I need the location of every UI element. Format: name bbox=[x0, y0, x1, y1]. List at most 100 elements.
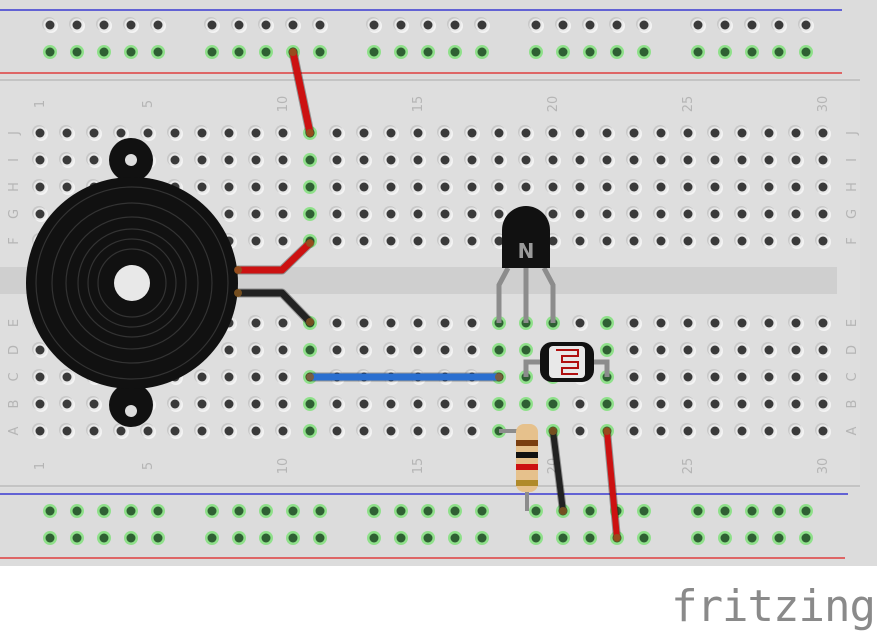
hole bbox=[774, 20, 784, 30]
hole-connected bbox=[288, 533, 298, 543]
column-label: 10 bbox=[276, 458, 291, 475]
hole bbox=[62, 426, 72, 436]
hole bbox=[737, 128, 747, 138]
hole bbox=[629, 399, 639, 409]
hole bbox=[656, 128, 666, 138]
wire-end bbox=[603, 427, 611, 435]
hole-connected bbox=[693, 533, 703, 543]
hole bbox=[278, 399, 288, 409]
hole bbox=[440, 155, 450, 165]
row-label: I bbox=[845, 158, 860, 162]
buzzer-red-lead bbox=[234, 239, 314, 274]
hole bbox=[359, 236, 369, 246]
hole-connected bbox=[801, 533, 811, 543]
hole-connected bbox=[99, 533, 109, 543]
hole bbox=[359, 155, 369, 165]
hole bbox=[575, 426, 585, 436]
hole bbox=[629, 155, 639, 165]
resistor-band bbox=[516, 480, 538, 486]
hole bbox=[251, 236, 261, 246]
hole bbox=[332, 399, 342, 409]
hole-connected bbox=[99, 47, 109, 57]
hole bbox=[737, 372, 747, 382]
hole-connected bbox=[234, 47, 244, 57]
hole bbox=[126, 20, 136, 30]
hole bbox=[737, 209, 747, 219]
hole-connected bbox=[72, 506, 82, 516]
hole bbox=[35, 155, 45, 165]
hole bbox=[386, 209, 396, 219]
hole bbox=[629, 209, 639, 219]
row-label: D bbox=[7, 345, 22, 355]
hole bbox=[764, 236, 774, 246]
hole bbox=[548, 209, 558, 219]
hole bbox=[386, 399, 396, 409]
hole-connected bbox=[207, 47, 217, 57]
hole-connected bbox=[369, 533, 379, 543]
hole bbox=[656, 372, 666, 382]
hole bbox=[35, 345, 45, 355]
column-label: 25 bbox=[681, 458, 696, 475]
hole bbox=[818, 236, 828, 246]
wire-end bbox=[549, 427, 557, 435]
hole bbox=[639, 20, 649, 30]
hole bbox=[224, 345, 234, 355]
hole bbox=[683, 345, 693, 355]
hole bbox=[764, 399, 774, 409]
hole-connected bbox=[288, 506, 298, 516]
hole bbox=[440, 345, 450, 355]
buzzer-ring bbox=[87, 238, 177, 328]
hole bbox=[602, 182, 612, 192]
hole bbox=[521, 182, 531, 192]
hole bbox=[423, 20, 433, 30]
hole bbox=[207, 20, 217, 30]
hole-connected bbox=[774, 47, 784, 57]
column-label: 15 bbox=[411, 96, 426, 113]
hole-connected bbox=[774, 533, 784, 543]
hole-connected bbox=[369, 47, 379, 57]
hole bbox=[116, 128, 126, 138]
hole bbox=[602, 236, 612, 246]
hole bbox=[251, 128, 261, 138]
hole bbox=[89, 155, 99, 165]
column-label: 5 bbox=[141, 462, 156, 470]
buzzer-ring bbox=[65, 216, 199, 350]
resistor-band bbox=[516, 440, 538, 446]
hole bbox=[737, 155, 747, 165]
hole-connected bbox=[153, 533, 163, 543]
hole bbox=[683, 399, 693, 409]
hole bbox=[710, 155, 720, 165]
hole-connected bbox=[531, 47, 541, 57]
wire-end bbox=[289, 48, 297, 56]
hole bbox=[737, 399, 747, 409]
buzzer-ring bbox=[35, 186, 229, 380]
hole bbox=[35, 399, 45, 409]
hole-connected bbox=[521, 345, 531, 355]
hole bbox=[467, 155, 477, 165]
hole bbox=[62, 155, 72, 165]
hole bbox=[170, 426, 180, 436]
hole bbox=[548, 182, 558, 192]
hole-connected bbox=[45, 47, 55, 57]
hole-connected bbox=[531, 506, 541, 516]
hole-connected bbox=[801, 47, 811, 57]
hole bbox=[251, 345, 261, 355]
hole-connected bbox=[261, 506, 271, 516]
buzzer-mount-hole bbox=[125, 405, 137, 417]
hole bbox=[629, 345, 639, 355]
hole bbox=[369, 20, 379, 30]
hole bbox=[558, 20, 568, 30]
hole bbox=[332, 128, 342, 138]
hole bbox=[737, 426, 747, 436]
row-label: E bbox=[7, 319, 22, 327]
hole bbox=[396, 20, 406, 30]
hole bbox=[575, 318, 585, 328]
hole-connected bbox=[585, 47, 595, 57]
hole bbox=[818, 209, 828, 219]
hole bbox=[251, 155, 261, 165]
hole bbox=[413, 236, 423, 246]
hole bbox=[494, 155, 504, 165]
hole bbox=[521, 128, 531, 138]
hole bbox=[72, 20, 82, 30]
buzzer-black-lead bbox=[234, 289, 314, 326]
